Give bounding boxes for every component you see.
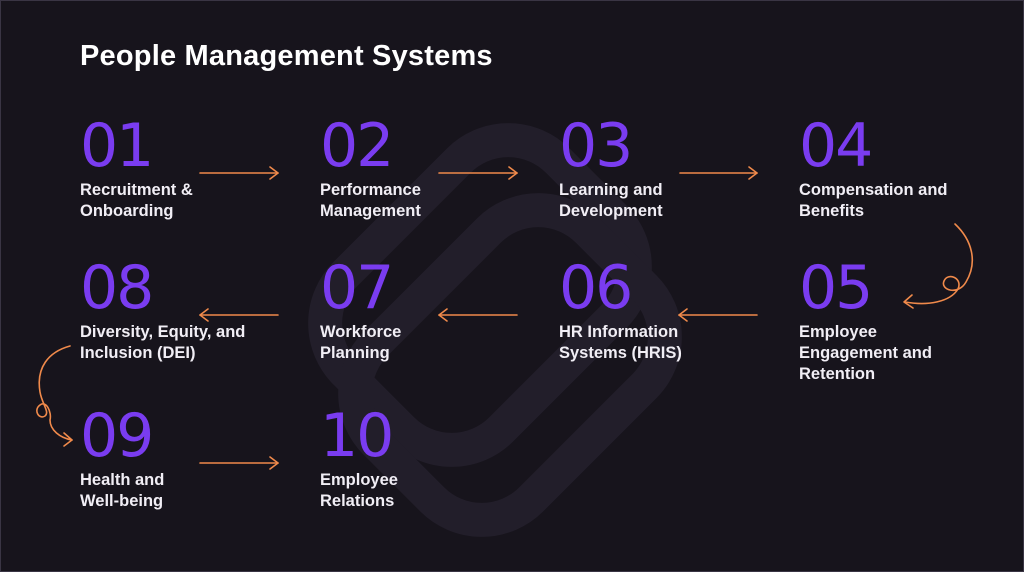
curved-loop-arrow-icon [903,223,974,309]
arrow-left-icon [199,308,279,322]
step-01: 01 Recruitment &Onboarding [80,115,193,222]
step-number: 02 [320,111,394,181]
arrow-left-icon [678,308,758,322]
page-title: People Management Systems [80,40,493,72]
step-number: 07 [320,253,394,323]
step-number: 01 [80,111,154,181]
step-number: 09 [80,401,154,471]
step-number: 08 [80,253,154,323]
arrow-right-icon [438,166,518,180]
step-label: Recruitment &Onboarding [80,181,193,220]
arrow-left-icon [438,308,518,322]
curved-loop-arrow-icon [36,345,73,447]
step-number: 05 [799,253,873,323]
step-number: 04 [799,111,873,181]
arrow-right-icon [199,166,279,180]
arrow-right-icon [199,456,279,470]
step-number: 10 [320,401,394,471]
step-number: 03 [559,111,633,181]
arrow-right-icon [679,166,758,180]
step-number: 06 [559,253,633,323]
